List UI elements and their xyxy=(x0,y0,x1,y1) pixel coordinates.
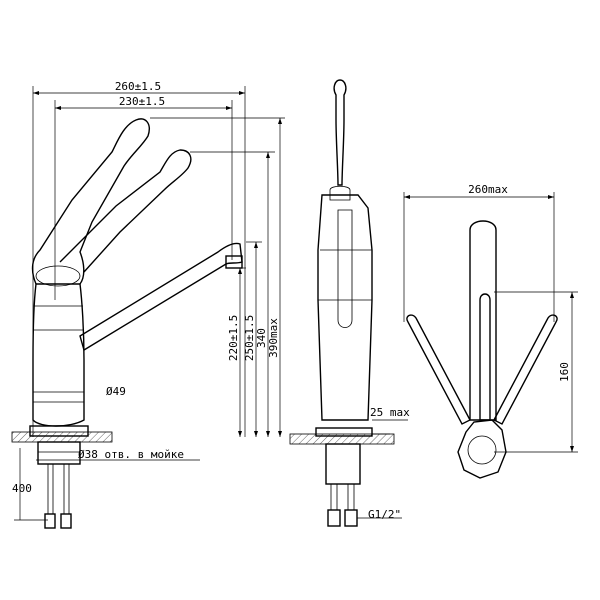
base-flange xyxy=(29,425,89,437)
dim-text-340: 340 xyxy=(255,328,268,348)
dim-text-250: 250±1.5 xyxy=(243,315,256,361)
top-spout xyxy=(469,220,497,421)
top-lever-right xyxy=(493,314,558,425)
side-flange xyxy=(315,427,373,437)
dim-text-260max: 260max xyxy=(468,183,508,196)
faucet-body xyxy=(32,283,85,427)
side-spout-profile xyxy=(337,209,353,328)
side-shank xyxy=(325,443,361,485)
front-view: 260±1.5 230±1.5 220±1.5 250±1.5 340 390m… xyxy=(11,80,285,529)
dim-text-38: Ø38 отв. в мойке xyxy=(78,448,184,461)
top-lever-center xyxy=(479,293,491,421)
side-body xyxy=(317,194,373,421)
spout xyxy=(79,242,243,352)
dim-text-thread: G1/2" xyxy=(368,508,401,521)
hose-fitting-right xyxy=(60,513,72,529)
side-fitting-left xyxy=(327,509,341,527)
top-view: 260max 160 xyxy=(403,183,578,479)
side-lever xyxy=(333,79,347,186)
lever-handle-front xyxy=(59,149,192,273)
dim-text-25: 25 max xyxy=(370,406,410,419)
spout-aerator xyxy=(225,255,243,269)
side-view: G1/2" 25 max xyxy=(289,79,410,527)
hose-fitting-left xyxy=(44,513,56,529)
top-base-polygon xyxy=(457,419,507,479)
dim-text-49: Ø49 xyxy=(106,385,126,398)
lever-handle-rear xyxy=(31,118,150,285)
top-lever-left xyxy=(406,314,471,425)
dim-text-390: 390max xyxy=(267,318,280,358)
worktop-front xyxy=(11,431,113,443)
dim-text-230: 230±1.5 xyxy=(119,95,165,108)
side-hub xyxy=(329,185,351,201)
dim-text-160: 160 xyxy=(558,362,571,382)
mount-shank xyxy=(37,441,81,465)
side-fitting-right xyxy=(344,509,358,527)
dim-arrows-heights xyxy=(238,118,282,437)
dim-text-400: 400 xyxy=(12,482,32,495)
dim-text-220: 220±1.5 xyxy=(227,315,240,361)
dim-text-260: 260±1.5 xyxy=(115,80,161,93)
top-base-circle xyxy=(467,435,497,465)
lever-hub xyxy=(35,265,81,287)
